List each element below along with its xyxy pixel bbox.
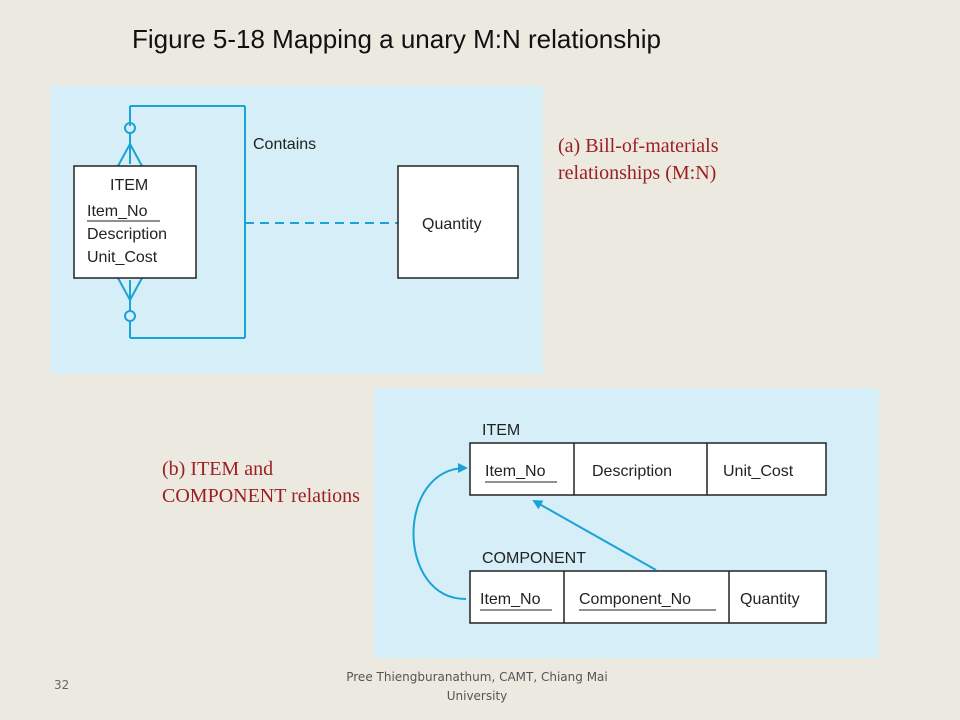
item-entity-name: ITEM: [110, 177, 148, 194]
diagram-a-svg: ITEM Item_No Description Unit_Cost Conta…: [73, 105, 519, 339]
item-relation-name: ITEM: [482, 422, 520, 439]
top-crowfoot-left: [117, 143, 131, 167]
fk-arrow-item-no: [412, 463, 468, 600]
item-attr-description: Description: [87, 226, 167, 243]
page-title: Figure 5-18 Mapping a unary M:N relation…: [132, 24, 661, 54]
component-col-quantity: Quantity: [740, 591, 800, 608]
item-attr-item-no: Item_No: [87, 203, 148, 220]
top-crowfoot-right: [129, 143, 143, 167]
diagram-b-svg: ITEM Item_No Description Unit_Cost COMPO…: [412, 422, 827, 624]
item-col-item-no: Item_No: [485, 463, 546, 480]
fk-arrow-component-no: [532, 500, 657, 571]
component-relation-name: COMPONENT: [482, 550, 586, 567]
page-number: 32: [54, 678, 70, 692]
item-relation-box: [469, 442, 827, 496]
item-col-description: Description: [592, 463, 672, 480]
relationship-label: Contains: [253, 136, 316, 153]
item-entity-box: [73, 165, 197, 279]
footer-credit: Pree Thiengburanathum, CAMT, Chiang Mai …: [346, 670, 608, 703]
quantity-label: Quantity: [422, 216, 482, 233]
component-relation-box: [469, 570, 827, 624]
caption-a: (a) Bill-of-materials relationships (M:N…: [558, 135, 719, 184]
bottom-crowfoot-left: [117, 277, 131, 301]
bottom-optional-circle: [124, 310, 136, 322]
bottom-crowfoot-right: [129, 277, 143, 301]
diagram-b-panel: ITEM Item_No Description Unit_Cost COMPO…: [374, 388, 879, 658]
caption-b: (b) ITEM and COMPONENT relations: [162, 458, 360, 507]
item-attr-unit-cost: Unit_Cost: [87, 249, 158, 266]
item-col-unit-cost: Unit_Cost: [723, 463, 794, 480]
component-col-component-no: Component_No: [579, 591, 691, 608]
quantity-box: [397, 165, 519, 279]
component-col-item-no: Item_No: [480, 591, 541, 608]
diagram-a-panel: ITEM Item_No Description Unit_Cost Conta…: [50, 86, 543, 374]
